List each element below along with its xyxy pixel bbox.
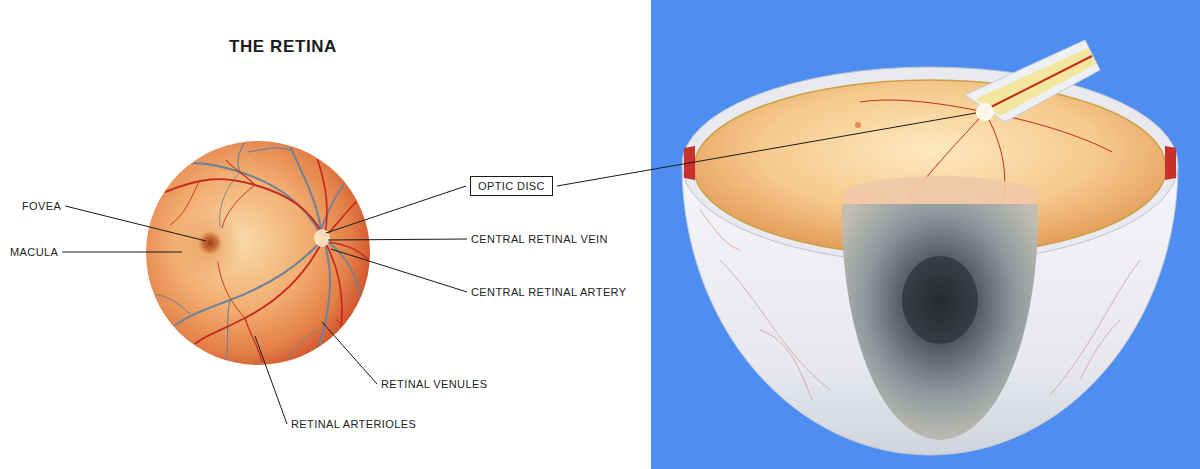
leader-line (331, 249, 467, 292)
retinal-vessels (150, 132, 370, 365)
part-label: RETINAL ARTERIOLES (291, 417, 416, 431)
leader-line (65, 206, 206, 241)
leader-line (557, 113, 976, 186)
artery (336, 320, 365, 350)
optic-nerve-sheath (965, 40, 1100, 122)
artery (190, 242, 322, 348)
blue-panel (651, 0, 1200, 469)
vein (286, 330, 318, 365)
eyeball (682, 40, 1178, 455)
vein (152, 294, 190, 314)
artery (222, 185, 255, 228)
sclera-vein (1080, 320, 1120, 380)
vein (238, 140, 246, 172)
part-label: CENTRAL RETINAL VEIN (471, 232, 608, 246)
vessel (860, 100, 985, 112)
optic-nerve (975, 48, 1096, 116)
leader-line (255, 336, 287, 424)
fundus (146, 132, 370, 365)
artery (245, 318, 262, 362)
label-box: OPTIC DISC (470, 176, 553, 196)
part-label: FOVEA (22, 199, 61, 213)
leader-line (328, 239, 467, 240)
optic-disc-spot (314, 229, 330, 247)
iris (842, 204, 1038, 440)
artery (226, 160, 255, 185)
retina-disc (146, 141, 370, 365)
diagram-title: THE RETINA (229, 37, 337, 57)
vein (150, 163, 322, 236)
leader-lines (62, 113, 976, 424)
optic-disc-spot (976, 103, 994, 121)
sclera-vein (1050, 260, 1140, 395)
sclera-vein (720, 260, 830, 390)
pupil (902, 256, 978, 344)
nerve-vessel (985, 56, 1092, 110)
artery (326, 193, 368, 236)
artery (170, 180, 200, 225)
artery (315, 152, 327, 234)
vein (166, 132, 180, 164)
fovea-pit (198, 231, 222, 255)
artery (326, 244, 342, 356)
fovea-dot (855, 122, 861, 128)
part-label: CENTRAL RETINAL ARTERY (471, 285, 627, 299)
vein (248, 148, 290, 152)
leader-line (322, 322, 377, 384)
veins (150, 132, 362, 365)
leader-line (326, 186, 466, 233)
part-label: RETINAL VENULES (381, 377, 487, 391)
macula-area (176, 211, 244, 279)
vein (318, 242, 330, 350)
artery (165, 179, 324, 236)
sclera-vein (760, 330, 812, 400)
artery (218, 262, 245, 318)
leader-line (62, 252, 182, 253)
box-label-text: OPTIC DISC (478, 179, 545, 193)
part-label: MACULA (10, 245, 58, 259)
arteries (165, 152, 370, 362)
vein (226, 300, 230, 360)
rim-mark (1165, 146, 1176, 180)
